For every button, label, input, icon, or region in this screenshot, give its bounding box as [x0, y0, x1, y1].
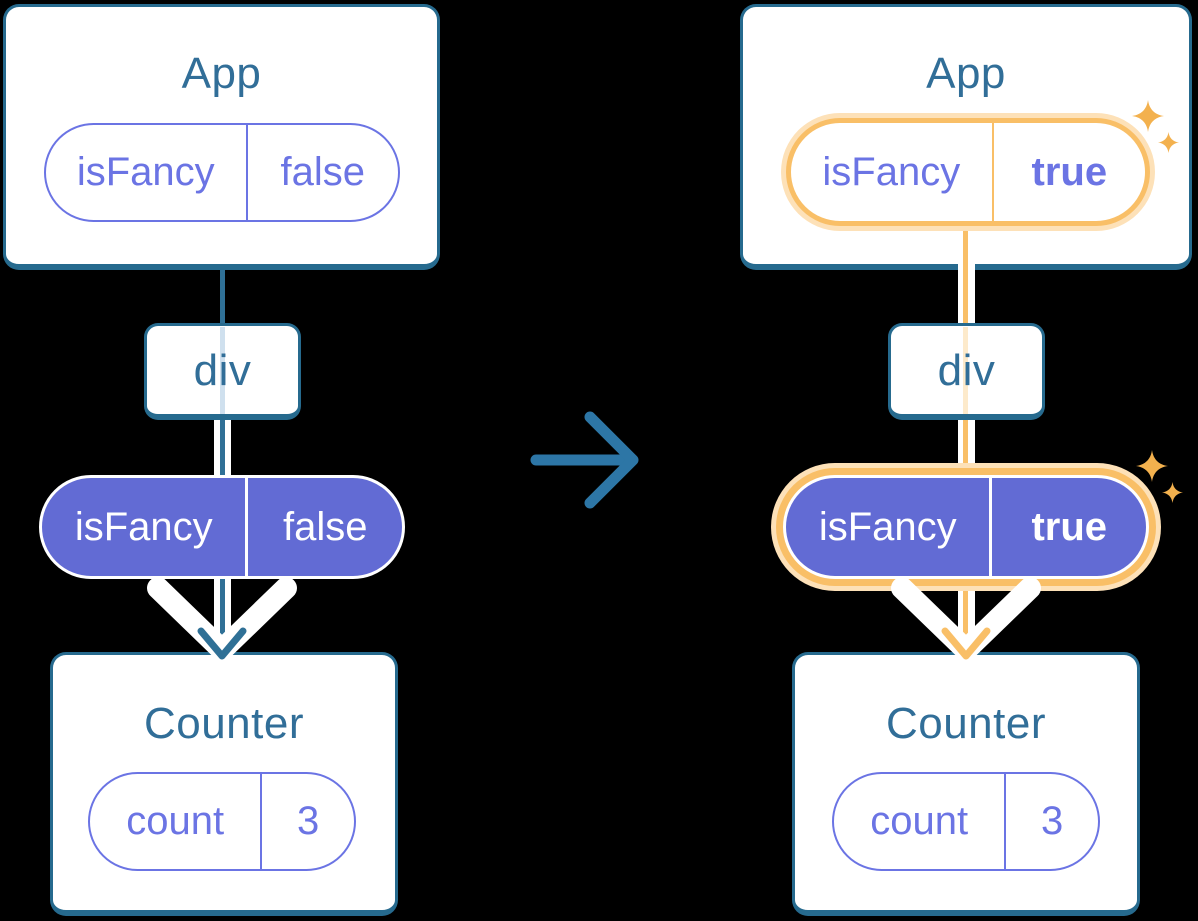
sparkle-icon: [1132, 100, 1164, 132]
div-label-after: div: [937, 346, 996, 395]
count-pill-before: count 3: [88, 772, 356, 871]
div-label-before: div: [193, 346, 252, 395]
prop-pill-value: false: [245, 478, 402, 576]
down-chevron-arrow-icon: [891, 578, 1041, 661]
connector-app-div-after: [963, 228, 968, 323]
app-title-after: App: [926, 49, 1006, 98]
prop-pill-value: true: [989, 478, 1146, 576]
state-pill-value: false: [245, 125, 399, 220]
sparkle-icon: [1158, 132, 1179, 153]
prop-pill-key: isFancy: [74, 504, 213, 549]
state-pill-before: isFancy false: [44, 123, 400, 222]
count-pill-after: count 3: [832, 772, 1100, 871]
count-pill-key: count: [870, 799, 969, 843]
app-title-before: App: [181, 49, 262, 98]
counter-title-after: Counter: [885, 699, 1047, 748]
connector-through-div-before: [220, 327, 225, 414]
prop-pill-key: isFancy: [818, 504, 957, 549]
count-pill-key: count: [126, 799, 225, 843]
sparkle-icon: [1162, 482, 1183, 503]
sparkle-icon: [1136, 450, 1168, 482]
connector-through-div-after: [963, 327, 968, 414]
prop-pill-before: isFancy false: [39, 475, 405, 579]
arrowhead-icon-before: [197, 627, 247, 660]
right-arrow-icon: [530, 411, 639, 509]
connector-app-div-before: [220, 270, 225, 323]
arrowhead-icon-after: [941, 627, 991, 660]
state-pill-value: true: [991, 123, 1145, 221]
count-pill-value: 3: [1004, 774, 1098, 869]
state-pill-after: isFancy true: [786, 118, 1150, 226]
counter-title-before: Counter: [143, 699, 305, 748]
count-pill-value: 3: [260, 774, 354, 869]
down-chevron-arrow-icon: [147, 578, 297, 661]
state-pill-key: isFancy: [76, 150, 215, 194]
state-pill-key: isFancy: [822, 149, 961, 194]
prop-pill-after: isFancy true: [783, 475, 1149, 579]
